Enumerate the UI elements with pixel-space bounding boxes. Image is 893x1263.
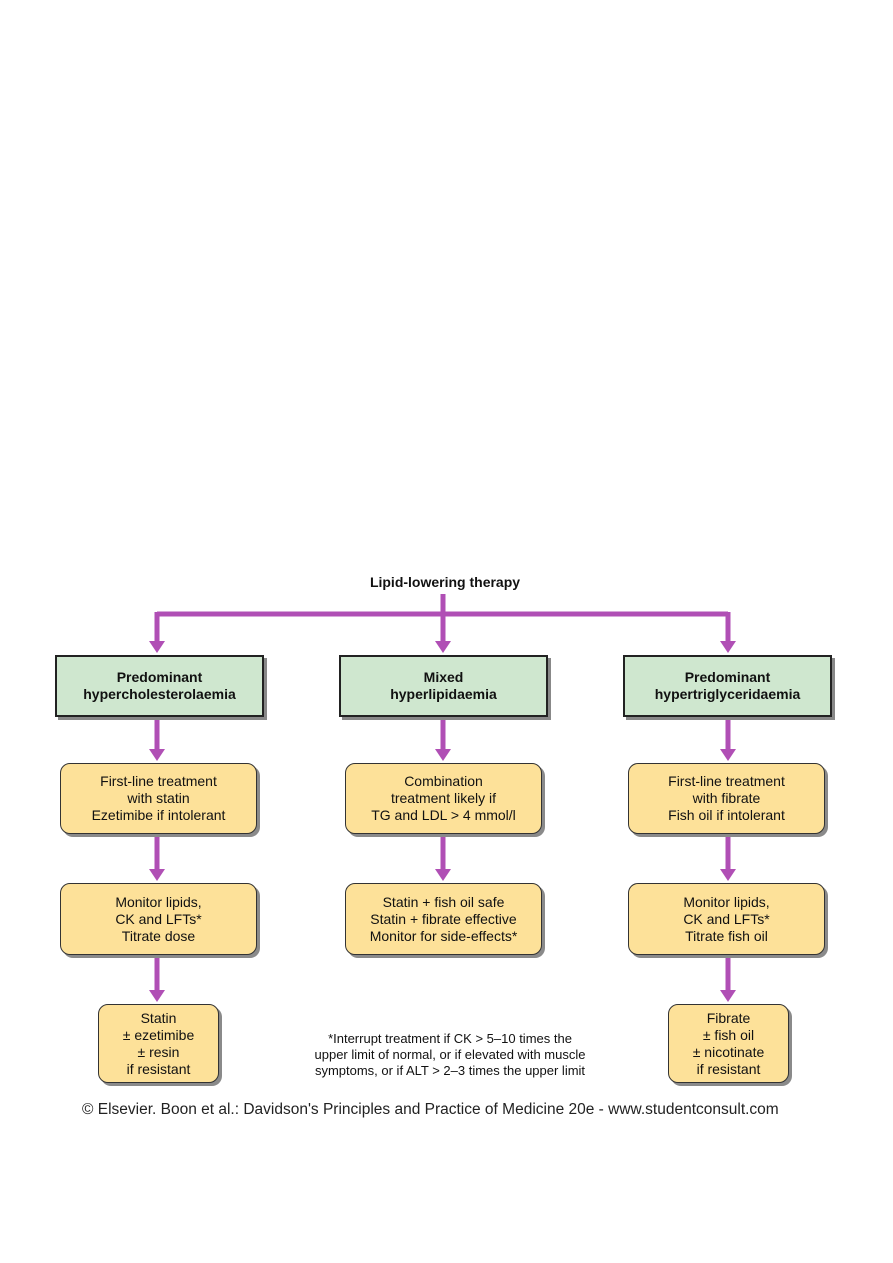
step-monitor-titrate-dose: Monitor lipids, CK and LFTs* Titrate dos… (60, 883, 257, 955)
step-line: with fibrate (692, 790, 761, 806)
arrowhead-col2-a (435, 749, 451, 761)
heading-line: Predominant (684, 669, 771, 685)
step-line: CK and LFTs* (115, 910, 202, 927)
footnote-line: upper limit of normal, or if elevated wi… (314, 1047, 586, 1062)
arrowhead-col3-a (720, 749, 736, 761)
step-line: First-line treatment (100, 773, 217, 789)
step-line: Titrate dose (121, 927, 196, 944)
step-line: Titrate fish oil (685, 927, 768, 944)
step-line: Monitor lipids, (115, 893, 202, 910)
heading-line: hypertriglyceridaemia (654, 686, 801, 702)
heading-hypertriglyceridaemia: Predominant hypertriglyceridaemia (623, 655, 832, 717)
step-line: Fibrate (706, 1009, 751, 1026)
step-line: ± fish oil (702, 1026, 755, 1043)
arrowhead-col3-c (720, 990, 736, 1002)
step-first-line-statin: First-line treatment with statin Ezetimi… (60, 763, 257, 834)
arrowhead-heading-1 (149, 641, 165, 653)
footnote-line: symptoms, or if ALT > 2–3 times the uppe… (314, 1063, 586, 1078)
step-line: treatment likely if (390, 790, 497, 806)
footnote: *Interrupt treatment if CK > 5–10 times … (280, 1031, 620, 1079)
copyright-notice: © Elsevier. Boon et al.: Davidson's Prin… (82, 1101, 779, 1118)
step-line: TG and LDL > 4 mmol/l (371, 807, 516, 823)
step-line: Ezetimibe if intolerant (91, 807, 226, 823)
step-line: ± ezetimibe (122, 1026, 195, 1043)
step-combination-treatment: Combination treatment likely if TG and L… (345, 763, 542, 834)
step-line: ± nicotinate (692, 1043, 765, 1060)
step-line: Statin + fibrate effective (370, 910, 517, 927)
step-line: First-line treatment (668, 773, 785, 789)
arrowhead-col1-c (149, 990, 165, 1002)
step-line: Fish oil if intolerant (668, 807, 785, 823)
diagram-title: Lipid-lowering therapy (369, 574, 521, 590)
heading-line: hypercholesterolaemia (83, 686, 236, 702)
step-monitor-titrate-fish-oil: Monitor lipids, CK and LFTs* Titrate fis… (628, 883, 825, 955)
step-statin-fish-oil-fibrate: Statin + fish oil safe Statin + fibrate … (345, 883, 542, 955)
step-line: CK and LFTs* (683, 910, 770, 927)
heading-mixed-hyperlipidaemia: Mixed hyperlipidaemia (339, 655, 548, 717)
arrowhead-col1-b (149, 869, 165, 881)
step-statin-resistant: Statin ± ezetimibe ± resin if resistant (98, 1004, 219, 1083)
step-line: Combination (404, 773, 483, 789)
arrowhead-col1-a (149, 749, 165, 761)
step-line: Monitor lipids, (683, 893, 770, 910)
step-line: ± resin (137, 1043, 180, 1060)
step-line: Statin + fish oil safe (382, 893, 505, 910)
step-first-line-fibrate: First-line treatment with fibrate Fish o… (628, 763, 825, 834)
arrowhead-col2-b (435, 869, 451, 881)
heading-line: Predominant (116, 669, 203, 685)
heading-line: Mixed (423, 669, 464, 685)
step-fibrate-resistant: Fibrate ± fish oil ± nicotinate if resis… (668, 1004, 789, 1083)
arrowhead-col3-b (720, 869, 736, 881)
heading-hypercholesterolaemia: Predominant hypercholesterolaemia (55, 655, 264, 717)
arrowhead-heading-3 (720, 641, 736, 653)
step-line: with statin (127, 790, 190, 806)
step-line: Monitor for side-effects* (369, 927, 518, 944)
step-line: if resistant (126, 1060, 191, 1077)
footnote-line: *Interrupt treatment if CK > 5–10 times … (328, 1031, 572, 1046)
step-line: if resistant (696, 1060, 761, 1077)
arrowhead-heading-2 (435, 641, 451, 653)
heading-line: hyperlipidaemia (390, 686, 497, 702)
step-line: Statin (140, 1009, 177, 1026)
